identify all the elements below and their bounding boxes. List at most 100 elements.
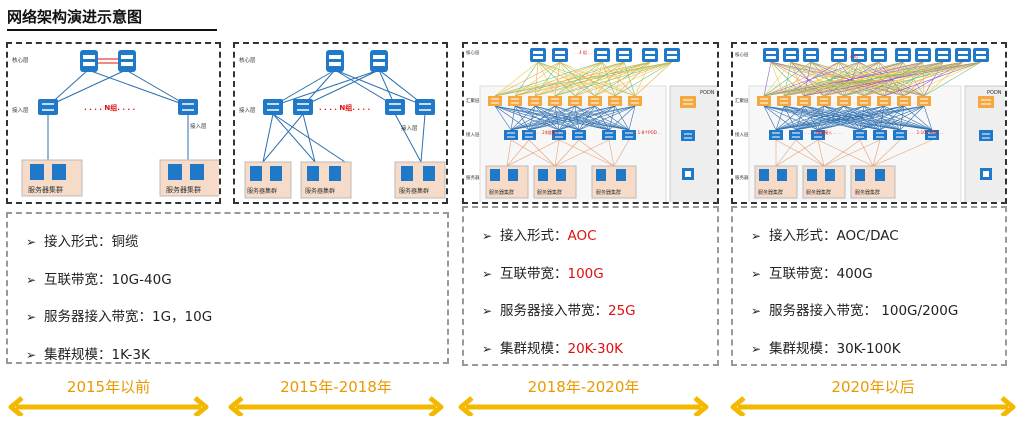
link-line	[923, 61, 964, 97]
link-line	[923, 105, 933, 131]
cluster-label: 服务器集群	[855, 189, 880, 196]
link-line	[554, 61, 603, 97]
server-cluster: 服务器集群	[485, 165, 529, 199]
link-line	[578, 105, 636, 131]
access-layer-label: 接入层	[401, 124, 418, 132]
link-line	[506, 139, 560, 167]
core-router-icon	[118, 50, 136, 72]
link-line	[554, 61, 673, 97]
link-line	[863, 61, 982, 97]
pod-count-label: . . . 1-8个POD . .	[630, 130, 662, 135]
link-line	[623, 61, 636, 97]
link-line	[534, 61, 561, 97]
core-router-icon	[851, 48, 867, 62]
link-line	[510, 105, 516, 131]
access-switch-icon	[385, 99, 405, 115]
aggregation-switch-icon	[897, 96, 911, 106]
link-line	[763, 61, 982, 97]
aggregation-switch-icon	[528, 96, 542, 106]
link-line	[803, 105, 819, 131]
era-label: 2015年以前	[66, 378, 151, 396]
aggregation-switch-icon	[508, 96, 522, 106]
aggregation-switch-icon	[488, 96, 502, 106]
link-line	[883, 105, 933, 131]
link-line	[554, 105, 560, 131]
aggregation-switch-icon	[857, 96, 871, 106]
link-line	[763, 61, 792, 97]
link-line	[559, 61, 636, 97]
bullet-arrow-icon: ➢	[26, 310, 37, 324]
topology-pre-2015: 核心层 接入层 接入层 . . . . N组. . . . 服务器集群 服务器集…	[12, 50, 219, 197]
link-line	[763, 61, 840, 97]
link-line	[783, 105, 819, 131]
link-line	[510, 105, 596, 131]
link-line	[859, 105, 925, 131]
link-line	[601, 61, 616, 97]
access-switch-icon	[263, 99, 283, 115]
spec-box-2018-2020: ➢接入形式：AOC ➢互联带宽：100G ➢服务器接入带宽：25G ➢集群规模：…	[462, 206, 719, 366]
spec-server-bandwidth: ➢服务器接入带宽：25G	[482, 293, 717, 331]
cluster-label: 服务器集群	[247, 187, 277, 195]
spec-box-pre-2018: ➢接入形式：铜缆 ➢互联带宽：10G-40G ➢服务器接入带宽：1G，10G ➢…	[6, 212, 449, 364]
bullet-arrow-icon: ➢	[26, 347, 37, 362]
bullet-arrow-icon: ➢	[482, 266, 493, 281]
link-line	[810, 61, 845, 97]
spec-value: 10G-40G	[111, 271, 172, 288]
link-line	[823, 139, 881, 167]
cluster-label: 服务器集群	[537, 189, 562, 196]
aggregation-switch-icon	[588, 96, 602, 106]
aggregation-layer-label: 汇聚层	[735, 97, 749, 104]
podn-access-switch-icon	[979, 130, 993, 141]
access-switch-icon	[504, 130, 518, 140]
link-line	[494, 61, 625, 97]
core-router-icon	[783, 48, 799, 62]
access-switch-icon	[38, 99, 58, 115]
topology-2015-2018: 核心层 接入层 接入层 . . . . N组. . . . 服务器集群 服务器集…	[239, 50, 446, 199]
link-line	[554, 139, 580, 167]
era-label: 2020年以后	[831, 378, 915, 396]
access-switch-icon	[789, 130, 803, 140]
core-router-icon	[326, 50, 344, 72]
core-router-icon	[552, 48, 568, 62]
diagram-panel-2015-2018: 核心层 接入层 接入层 . . . . N组. . . . 服务器集群 服务器集…	[233, 42, 448, 204]
link-line	[843, 105, 861, 131]
link-line	[810, 61, 825, 97]
access-switch-icon	[415, 99, 435, 115]
page-title: 网络架构演进示意图	[7, 6, 217, 31]
aggregation-layer-label: 汇聚层	[466, 97, 480, 104]
core-router-icon	[915, 48, 931, 62]
access-layer-label: 接入层	[466, 131, 480, 138]
link-line	[494, 61, 673, 97]
groups-label: . . . . N组. . . .	[84, 103, 135, 112]
link-line	[775, 139, 819, 167]
link-line	[614, 61, 673, 97]
bullet-arrow-icon: ➢	[482, 341, 493, 356]
link-line	[823, 139, 861, 167]
access-switch-icon	[572, 130, 586, 140]
link-line	[506, 139, 512, 167]
spec-value: 25G	[608, 303, 636, 319]
bullet-arrow-icon: ➢	[751, 304, 762, 318]
cluster-label: 服务器集群	[399, 187, 429, 195]
link-line	[763, 61, 944, 97]
link-line	[783, 61, 982, 97]
link-line	[843, 61, 982, 97]
link-line	[823, 105, 933, 131]
link-line	[903, 61, 964, 97]
server-cluster: 服务器集群	[754, 165, 798, 199]
cluster-label: 服务器集群	[806, 189, 831, 196]
pod-count-label: . . . 1-16个POD . .	[909, 130, 943, 135]
spec-access-form: ➢接入形式：AOC	[482, 218, 717, 256]
diagram-panel-post-2020: 核心层 汇聚层 接入层 服务器 PODN . . 4 组 . . . . . .…	[731, 42, 1007, 204]
era-arrow-2015-2018: 2015年-2018年	[226, 372, 446, 416]
era-arrow-post-2020: 2020年以后	[728, 372, 1018, 416]
spec-value: 30K-100K	[836, 340, 901, 357]
link-line	[817, 139, 874, 167]
link-line	[899, 105, 925, 131]
era-arrow-pre-2015: 2015年以前	[6, 372, 211, 416]
podn-access-switch-icon	[681, 130, 695, 141]
bullet-arrow-icon: ➢	[482, 304, 493, 318]
era-label: 2018年-2020年	[527, 378, 640, 396]
link-line	[763, 61, 880, 97]
link-line	[775, 105, 865, 131]
